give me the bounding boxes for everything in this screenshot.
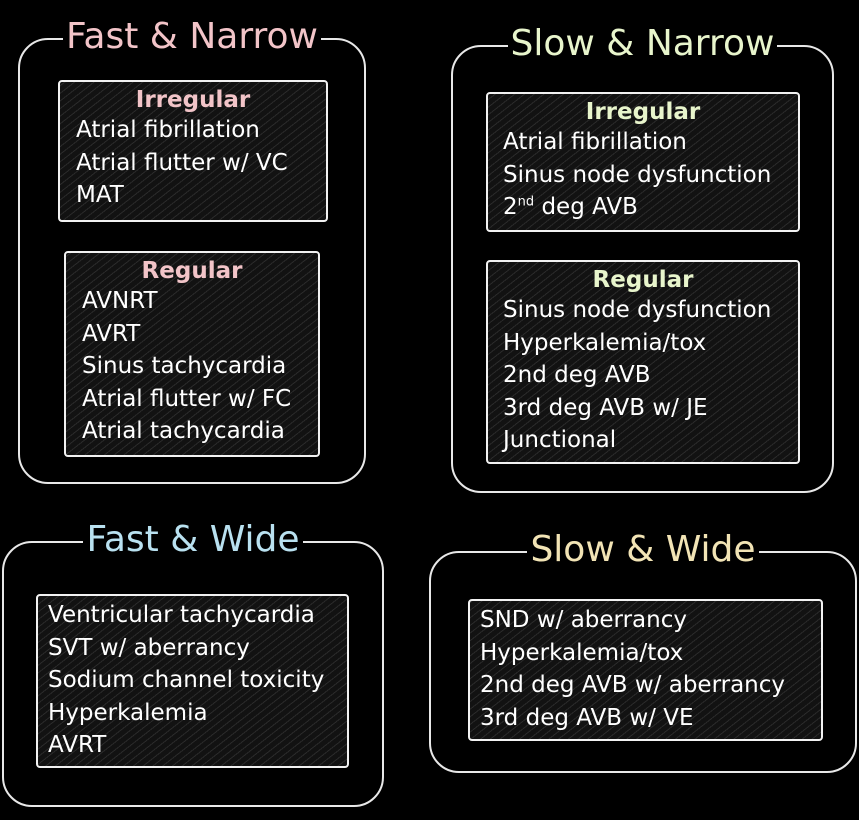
fast-narrow-irregular-heading: Irregular <box>135 87 251 113</box>
list-item: 3rd deg AVB w/ JE <box>503 394 708 421</box>
list-item: Sinus node dysfunction <box>503 297 772 323</box>
list-item: Atrial tachycardia <box>82 418 285 445</box>
slow-narrow-regular-heading: Regular <box>592 267 694 293</box>
list-item: Ventricular tachycardia <box>48 602 315 628</box>
list-item: MAT <box>76 182 124 209</box>
list-item: Hyperkalemia <box>48 699 208 726</box>
slow-wide-box: SND w/ aberrancy Hyperkalemia/tox 2nd de… <box>468 599 823 741</box>
fast-wide-group: Fast & Wide Ventricular tachycardia SVT … <box>2 519 384 807</box>
list-item: 3rd deg AVB w/ VE <box>480 704 694 731</box>
list-item: SVT w/ aberrancy <box>48 634 250 661</box>
slow-narrow-regular-box: Regular Sinus node dysfunction Hyperkale… <box>486 260 800 464</box>
list-item: Atrial fibrillation <box>503 129 687 155</box>
list-item: Sinus node dysfunction <box>503 161 772 188</box>
slow-narrow-irregular-heading: Irregular <box>585 99 701 125</box>
fast-narrow-regular-heading: Regular <box>141 258 243 284</box>
list-item: Atrial flutter w/ VC <box>76 149 288 176</box>
list-item: Atrial fibrillation <box>76 117 260 143</box>
list-item: SND w/ aberrancy <box>480 607 687 633</box>
fast-narrow-regular-box: Regular AVNRT AVRT Sinus tachycardia Atr… <box>64 251 320 457</box>
fast-wide-box: Ventricular tachycardia SVT w/ aberrancy… <box>36 594 349 768</box>
list-item: 2nd deg AVB w/ aberrancy <box>480 672 786 699</box>
list-item: Junctional <box>503 427 617 454</box>
list-item: 2nd deg AVB <box>503 194 638 221</box>
fast-narrow-group: Fast & Narrow Irregular Atrial fibrillat… <box>18 16 366 484</box>
list-item: AVNRT <box>82 288 158 314</box>
list-item: Hyperkalemia/tox <box>503 329 707 356</box>
slow-narrow-irregular-box: Irregular Atrial fibrillation Sinus node… <box>486 92 800 232</box>
slow-wide-title: Slow & Wide <box>431 527 855 573</box>
slow-narrow-title: Slow & Narrow <box>453 21 832 67</box>
list-item: Hyperkalemia/tox <box>480 639 684 666</box>
slow-wide-group: Slow & Wide SND w/ aberrancy Hyperkalemi… <box>429 529 857 773</box>
fast-narrow-title: Fast & Narrow <box>20 14 364 60</box>
list-item: 2nd deg AVB <box>503 362 651 389</box>
list-item: AVRT <box>48 732 107 759</box>
list-item: Sinus tachycardia <box>82 353 287 380</box>
fast-narrow-irregular-box: Irregular Atrial fibrillation Atrial flu… <box>58 80 328 222</box>
list-item: AVRT <box>82 320 141 347</box>
slow-narrow-group: Slow & Narrow Irregular Atrial fibrillat… <box>451 23 834 493</box>
list-item: Atrial flutter w/ FC <box>82 385 292 412</box>
fast-wide-title: Fast & Wide <box>4 517 382 563</box>
list-item: Sodium channel toxicity <box>48 667 325 694</box>
